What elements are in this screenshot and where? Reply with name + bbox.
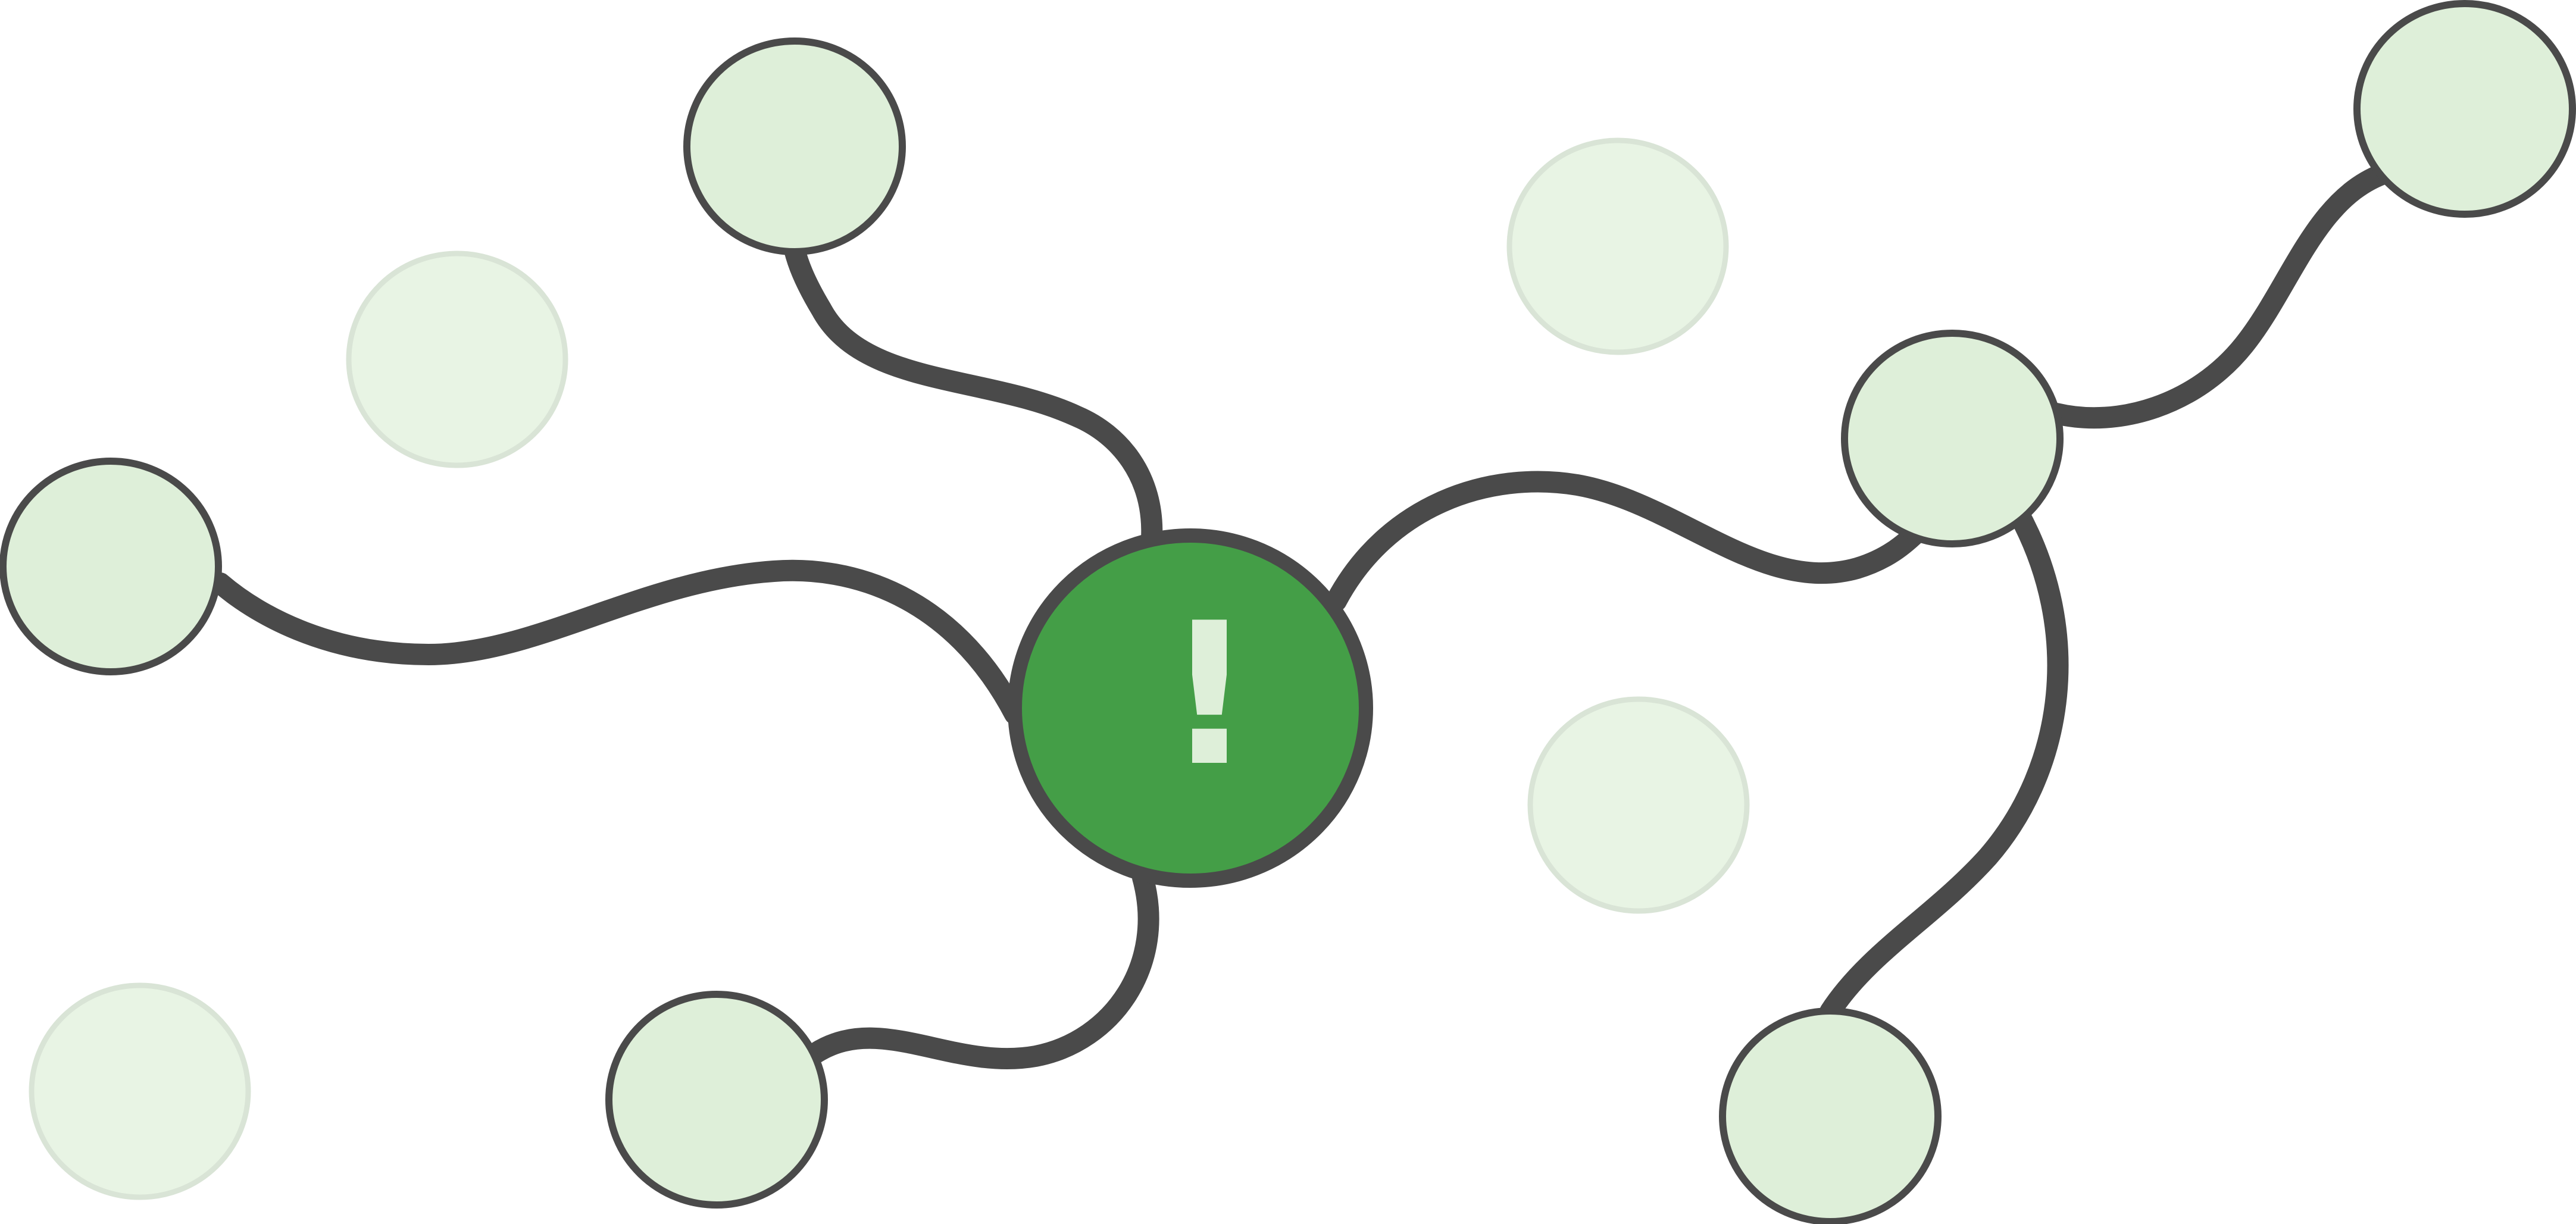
hub-node (1841, 330, 2064, 547)
ghost-node (29, 982, 251, 1200)
center-node-circle (1008, 528, 1373, 888)
edge-center-to-left-node (210, 559, 1026, 725)
center-alert-node: ! (1008, 528, 1373, 888)
top-right-node (2353, 0, 2576, 218)
ghost-nodes (29, 137, 1750, 1200)
ghost-node (346, 251, 568, 468)
edge-center-to-hub-node (1325, 471, 1930, 612)
exclamation-icon: ! (1165, 581, 1255, 809)
edge-hub-to-bottom-right-node (1820, 501, 2069, 1022)
ghost-node (1527, 696, 1750, 914)
ghost-node (1506, 137, 1729, 355)
edge-hub-to-top-right-node (2046, 162, 2397, 429)
edges (210, 162, 2397, 1069)
edge-center-to-bottom-left-node (805, 867, 1159, 1069)
bottom-left-node (605, 991, 828, 1209)
bottom-right-node (1719, 1007, 1942, 1224)
edge-center-to-top-node (784, 239, 1163, 549)
left-node (0, 458, 222, 675)
top-node (683, 37, 906, 255)
